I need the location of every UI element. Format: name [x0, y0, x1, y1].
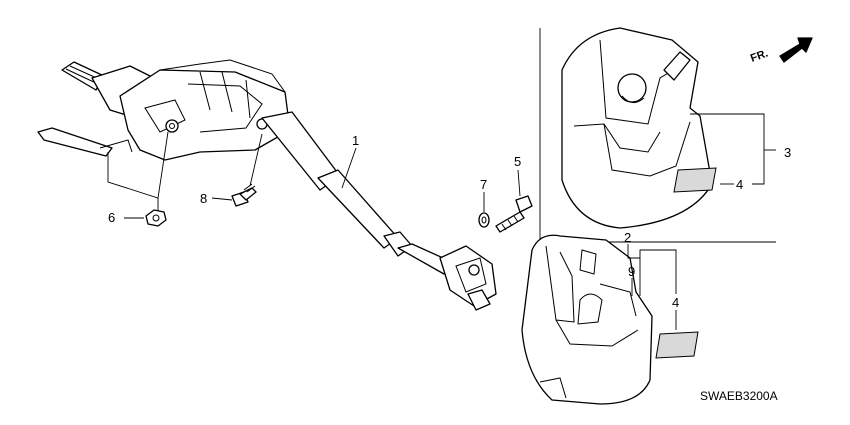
bracket-leader-3: [690, 113, 776, 185]
washer-part-7: [478, 192, 490, 228]
callout-4-lower: 4: [672, 295, 679, 310]
front-direction-label: FR.: [749, 47, 770, 64]
callout-1: 1: [352, 133, 359, 148]
bracket-leader-8: [249, 133, 263, 187]
callout-8: 8: [200, 191, 207, 206]
callout-4-upper: 4: [736, 177, 743, 192]
bracket-leader-2: [627, 244, 677, 330]
upper-column-cover: [561, 27, 713, 229]
flange-nut-part-6: [124, 209, 167, 227]
callout-2: 2: [624, 230, 631, 245]
callout-5: 5: [514, 154, 521, 169]
callout-7: 7: [480, 177, 487, 192]
bolt-part-5: [495, 169, 533, 233]
callout-9: 9: [628, 264, 635, 279]
steering-column-assembly: [37, 59, 497, 311]
lower-column-cover: [521, 234, 653, 405]
bolt-part-8: [211, 183, 257, 207]
callout-3: 3: [784, 145, 791, 160]
label-pad-part-4-lower: [655, 331, 699, 359]
diagram-code: SWAEB3200A: [700, 389, 778, 403]
front-direction-indicator: FR.: [749, 37, 813, 65]
label-pad-part-4-upper: [673, 167, 734, 193]
callout-6: 6: [108, 210, 115, 225]
